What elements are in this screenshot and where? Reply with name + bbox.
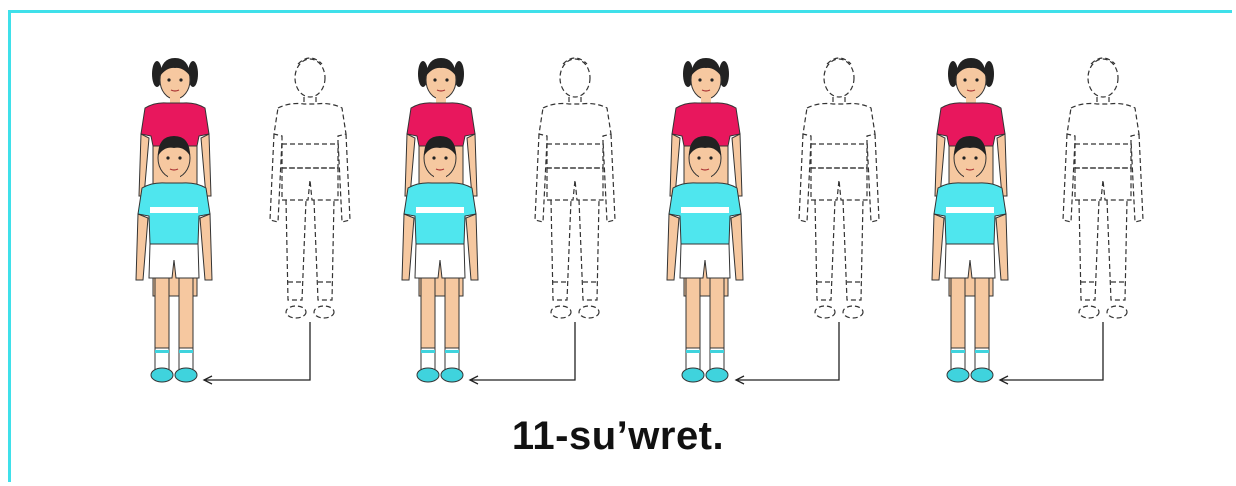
group-4 [932,58,1143,384]
dashed-outline-figure-icon [535,58,615,318]
dashed-outline-figure-icon [1063,58,1143,318]
figure-caption: 11-su’wret. [0,414,1236,459]
dashed-outline-figure-icon [270,58,350,318]
arrow-icon [204,322,310,384]
group-3 [667,58,879,384]
arrow-icon [1000,322,1103,384]
group-2 [402,58,615,384]
arrow-icon [470,322,575,384]
boy-figure-icon [136,136,212,382]
boy-figure-icon [667,136,743,382]
group-1 [136,58,350,384]
dashed-outline-figure-icon [799,58,879,318]
boy-figure-icon [402,136,478,382]
boy-figure-icon [932,136,1008,382]
arrow-icon [736,322,839,384]
